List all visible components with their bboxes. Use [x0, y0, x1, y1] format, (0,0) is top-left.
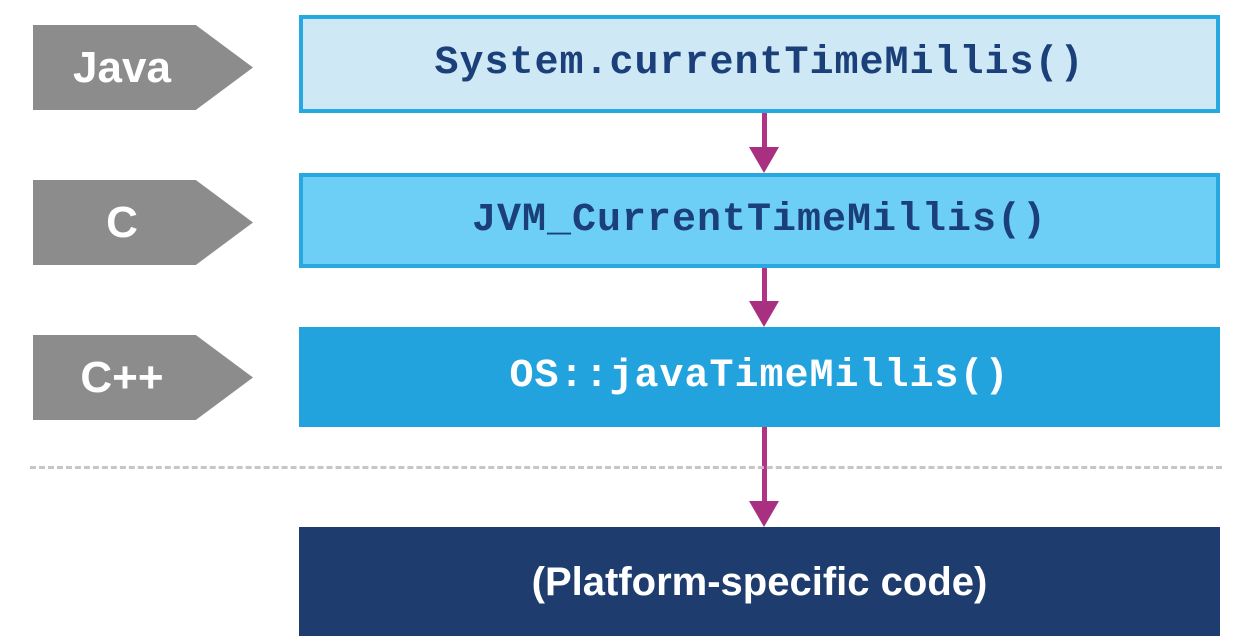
arrow-head — [749, 301, 779, 327]
language-label-c: C — [106, 197, 138, 247]
language-chevron-c: C — [33, 180, 253, 265]
language-chevron-java: Java — [33, 25, 253, 110]
call-box-cpp: OS::javaTimeMillis() — [299, 327, 1220, 427]
call-box-c-text: JVM_CurrentTimeMillis() — [471, 197, 1048, 243]
call-box-c: JVM_CurrentTimeMillis() — [299, 173, 1220, 268]
language-label-java: Java — [73, 42, 171, 92]
arrow-head — [749, 501, 779, 527]
arrow-shaft — [762, 113, 767, 149]
arrow-shaft — [762, 427, 767, 503]
down-arrow-icon-java-to-c — [749, 113, 779, 173]
down-arrow-icon-cpp-to-platform — [749, 427, 779, 527]
language-label-cpp: C++ — [80, 352, 164, 402]
language-chevron-cpp: C++ — [33, 335, 253, 420]
platform-specific-box-text: (Platform-specific code) — [531, 559, 988, 604]
call-box-java: System.currentTimeMillis() — [299, 15, 1220, 113]
call-box-cpp-text: OS::javaTimeMillis() — [509, 354, 1010, 399]
platform-specific-box: (Platform-specific code) — [299, 527, 1220, 636]
call-box-java-text: System.currentTimeMillis() — [434, 41, 1085, 86]
down-arrow-icon-c-to-cpp — [749, 268, 779, 327]
arrow-head — [749, 147, 779, 173]
dashed-boundary-divider — [30, 466, 1222, 469]
arrow-shaft — [762, 268, 767, 303]
